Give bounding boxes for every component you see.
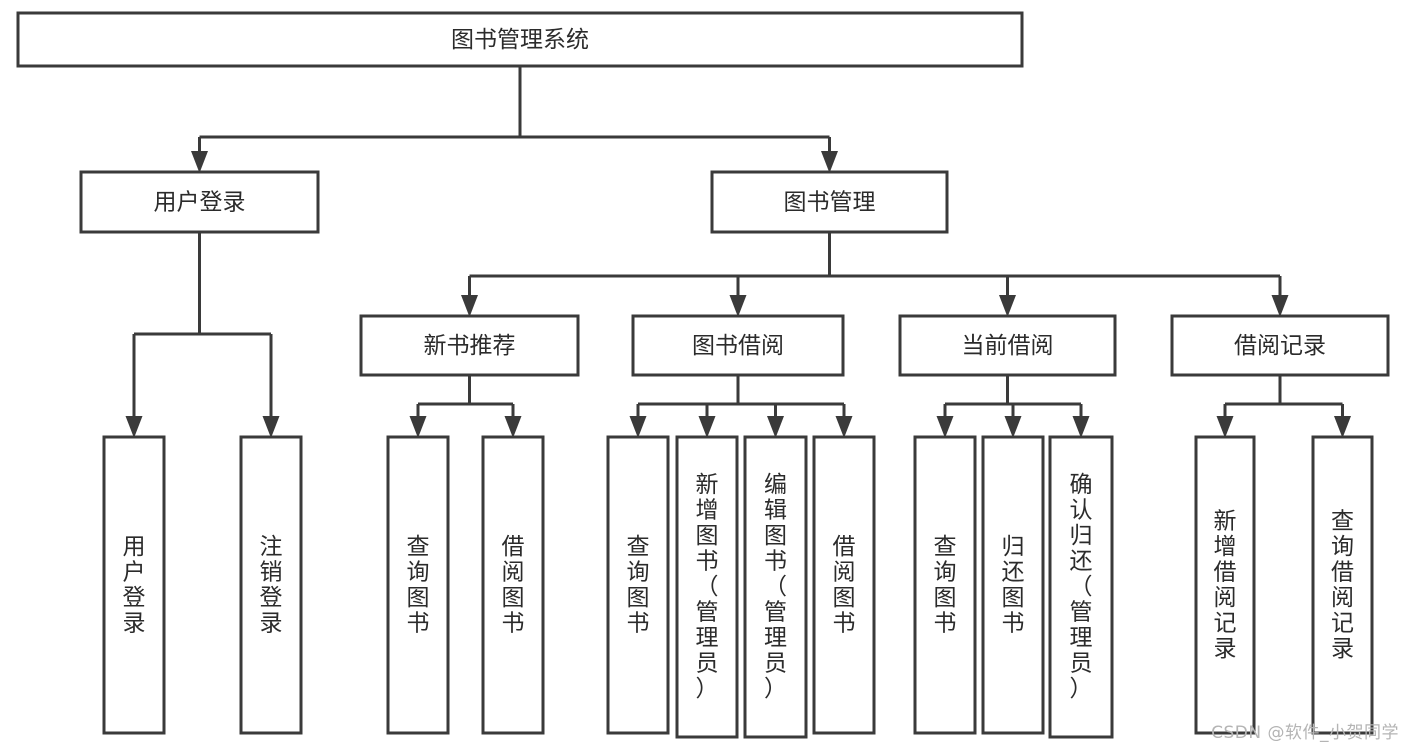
node-label: 查询借阅记录 — [1331, 508, 1354, 662]
node-label: 新书推荐 — [424, 333, 516, 359]
node-label: 借阅图书 — [833, 534, 856, 637]
edges-layer — [125, 66, 1351, 438]
node-borrow-record[interactable]: 借阅记录 — [1170, 314, 1390, 377]
node-leaf-borrow-book-2[interactable]: 借阅图书 — [812, 435, 876, 735]
node-leaf-return-book[interactable]: 归还图书 — [981, 435, 1045, 735]
node-label: 新增图书（管理员） — [696, 472, 719, 702]
nodes-layer: 图书管理系统用户登录图书管理新书推荐图书借阅当前借阅借阅记录用户登录注销登录查询… — [16, 11, 1390, 739]
arrow-head-icon — [262, 416, 280, 438]
node-leaf-confirm-return[interactable]: 确认归还（管理员） — [1048, 435, 1114, 739]
node-box — [898, 314, 1117, 377]
node-box — [812, 435, 876, 735]
arrow-head-icon — [821, 151, 838, 173]
arrow-head-icon — [629, 416, 647, 438]
node-leaf-user-login[interactable]: 用户登录 — [102, 435, 166, 735]
node-user-login[interactable]: 用户登录 — [79, 170, 320, 234]
node-box — [1048, 435, 1114, 739]
node-leaf-query-book-3[interactable]: 查询图书 — [913, 435, 977, 735]
node-leaf-borrow-book-1[interactable]: 借阅图书 — [481, 435, 545, 735]
node-label: 查询图书 — [627, 534, 650, 637]
node-box — [913, 435, 977, 735]
node-label: 用户登录 — [154, 190, 246, 216]
node-label: 新增借阅记录 — [1214, 508, 1237, 662]
node-book-manage[interactable]: 图书管理 — [710, 170, 949, 234]
node-label: 注销登录 — [260, 534, 283, 637]
node-new-book-rec[interactable]: 新书推荐 — [359, 314, 580, 377]
node-label: 用户登录 — [123, 534, 146, 637]
node-book-borrow[interactable]: 图书借阅 — [631, 314, 845, 377]
arrow-head-icon — [1334, 416, 1351, 438]
node-label: 图书管理系统 — [451, 27, 589, 53]
node-label: 查询图书 — [407, 534, 430, 637]
arrow-head-icon — [461, 295, 478, 317]
node-label: 图书管理 — [784, 190, 876, 216]
node-box — [1311, 435, 1374, 735]
node-box — [16, 11, 1024, 68]
node-label: 图书借阅 — [692, 333, 784, 359]
node-leaf-query-record[interactable]: 查询借阅记录 — [1311, 435, 1374, 735]
arrow-head-icon — [504, 416, 522, 438]
node-box — [239, 435, 303, 735]
arrow-head-icon — [835, 416, 853, 438]
node-box — [386, 435, 450, 735]
arrow-head-icon — [191, 151, 208, 173]
node-leaf-query-book-1[interactable]: 查询图书 — [386, 435, 450, 735]
node-box — [481, 435, 545, 735]
arrow-head-icon — [999, 295, 1016, 317]
node-box — [1194, 435, 1256, 735]
node-box — [606, 435, 670, 735]
node-label: 编辑图书（管理员） — [764, 472, 787, 702]
arrow-head-icon — [729, 295, 747, 317]
node-label: 借阅图书 — [502, 534, 525, 637]
node-leaf-edit-book[interactable]: 编辑图书（管理员） — [743, 435, 808, 739]
csdn-watermark: CSDN @软件_小贺同学 — [1211, 723, 1399, 743]
node-label: 借阅记录 — [1234, 333, 1326, 359]
arrow-head-icon — [767, 416, 784, 438]
arrow-head-icon — [409, 416, 427, 438]
node-box — [631, 314, 845, 377]
node-box — [79, 170, 320, 234]
node-box — [675, 435, 739, 739]
node-box — [359, 314, 580, 377]
arrow-head-icon — [1216, 416, 1234, 438]
node-box — [710, 170, 949, 234]
arrow-head-icon — [1072, 416, 1090, 438]
arrow-head-icon — [936, 416, 954, 438]
node-leaf-logout[interactable]: 注销登录 — [239, 435, 303, 735]
arrow-head-icon — [1004, 416, 1022, 438]
node-leaf-add-record[interactable]: 新增借阅记录 — [1194, 435, 1256, 735]
arrow-head-icon — [698, 416, 716, 438]
node-current-borrow[interactable]: 当前借阅 — [898, 314, 1117, 377]
node-box — [102, 435, 166, 735]
node-root[interactable]: 图书管理系统 — [16, 11, 1024, 68]
node-label: 确认归还（管理员） — [1070, 472, 1093, 702]
node-label: 查询图书 — [934, 534, 957, 637]
node-leaf-query-book-2[interactable]: 查询图书 — [606, 435, 670, 735]
node-box — [1170, 314, 1390, 377]
node-box — [981, 435, 1045, 735]
node-label: 当前借阅 — [962, 333, 1054, 359]
arrow-head-icon — [125, 416, 143, 438]
node-label: 归还图书 — [1002, 534, 1025, 637]
arrow-head-icon — [1271, 295, 1289, 317]
node-leaf-add-book[interactable]: 新增图书（管理员） — [675, 435, 739, 739]
node-box — [743, 435, 808, 739]
